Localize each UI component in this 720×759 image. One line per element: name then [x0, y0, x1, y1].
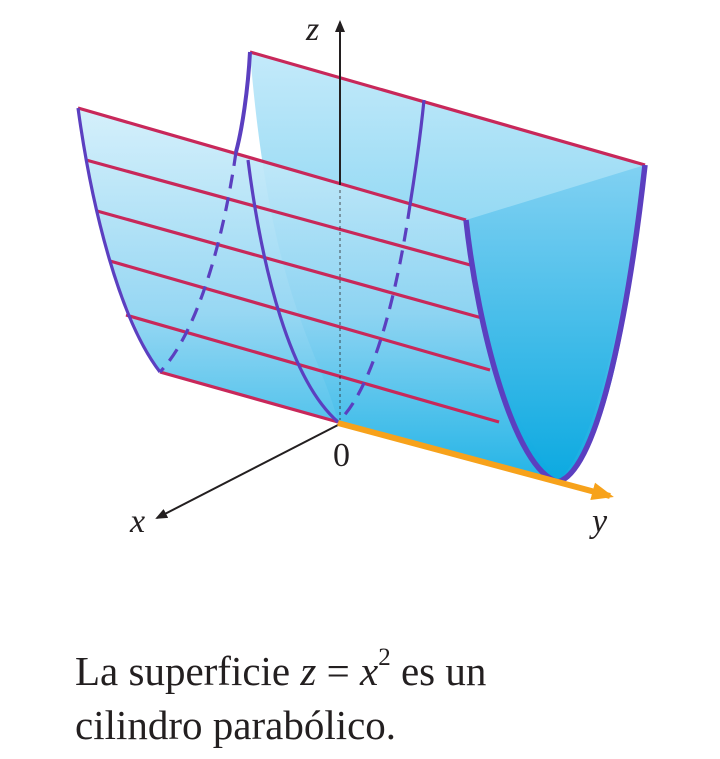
parabola-left-back-arm-dashed	[158, 151, 238, 374]
figure-caption: La superficie z = x2 es un cilindro para…	[75, 644, 695, 752]
parabola-left-front-arm	[76, 107, 162, 373]
origin-label: 0	[333, 437, 350, 474]
caption-line-2: cilindro parabólico.	[75, 702, 397, 748]
parabola-left-back-arm-solid	[234, 51, 252, 153]
parabolas	[76, 51, 648, 485]
parabolic-cylinder-figure: z x y 0	[76, 11, 648, 540]
equation-lhs: z	[300, 648, 317, 694]
ruling-4	[125, 313, 500, 424]
y-axis	[337, 420, 614, 501]
ruling-back-top	[249, 50, 646, 167]
ruling-front-top	[77, 106, 467, 222]
parabola-right-front-arm	[463, 219, 559, 485]
surface-front-panel	[78, 108, 558, 482]
caption-suffix: es un	[390, 648, 487, 694]
parabola-middle-back-arm-solid	[408, 99, 426, 206]
x-axis-label: x	[129, 503, 145, 540]
ruling-2	[96, 209, 483, 320]
parabola-right-back-arm	[556, 164, 648, 485]
ruling-3	[109, 259, 491, 372]
z-axis-label: z	[305, 11, 319, 48]
parabola-middle-front-arm	[246, 159, 340, 424]
parabola-middle-back-arm-dashed	[336, 204, 412, 424]
equation-base: x	[359, 648, 379, 694]
x-axis	[155, 424, 339, 519]
ruling-bottom	[159, 370, 339, 424]
caption-line-1: La superficie z = x2 es un	[75, 644, 695, 698]
equation-sign: =	[316, 648, 360, 694]
equation-exponent: 2	[378, 644, 391, 671]
ruling-1	[85, 158, 475, 268]
caption-prefix: La superficie	[75, 648, 301, 694]
y-axis-label: y	[589, 503, 608, 540]
